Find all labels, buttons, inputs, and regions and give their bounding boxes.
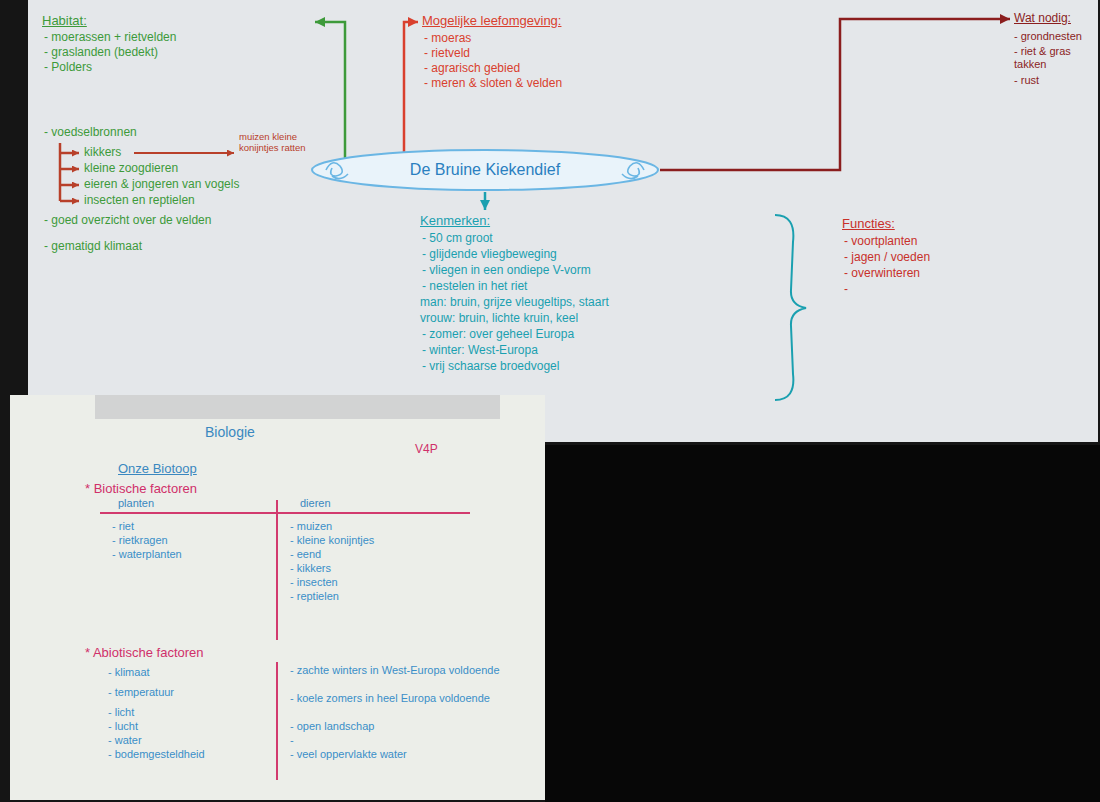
- notebook-text: - kikkers: [290, 562, 331, 575]
- list-item: - jagen / voeden: [844, 251, 930, 265]
- connector-arrow: [404, 22, 418, 152]
- environment-branch: Mogelijke leefomgeving: - moeras- rietvel…: [418, 10, 567, 95]
- oval-squiggle: [622, 163, 644, 179]
- list-item: - voedselbronnen: [44, 126, 137, 140]
- list-item: - glijdende vliegbeweging: [422, 248, 557, 262]
- list-item: - moerassen + rietvelden: [44, 31, 176, 45]
- list-item: kleine zoogdieren: [84, 162, 178, 176]
- list-item: kikkers: [84, 146, 121, 160]
- curly-bracket: [775, 215, 806, 400]
- list-item: - moeras: [424, 32, 471, 46]
- oval-border: [312, 150, 658, 190]
- list-bracket: [59, 143, 62, 201]
- notebook-text: - reptielen: [290, 590, 339, 603]
- notebook-paper: [10, 395, 545, 800]
- notebook-text: * Biotische factoren: [85, 482, 197, 497]
- branch-heading: Mogelijke leefomgeving:: [422, 14, 561, 29]
- notebook-text: * Abiotische factoren: [85, 646, 204, 661]
- dark-area: [545, 445, 1100, 802]
- table-rule: [100, 512, 470, 514]
- central-title: De Bruine Kiekendief: [410, 161, 560, 179]
- list-item: - grondnesten: [1014, 30, 1090, 43]
- table-rule: [276, 662, 278, 780]
- list-item: - riet & gras takken: [1014, 45, 1090, 70]
- notebook-text: - waterplanten: [112, 548, 182, 561]
- branch-heading: Habitat:: [42, 14, 87, 29]
- list-item: insecten en reptielen: [84, 194, 195, 208]
- notebook-text: dieren: [300, 497, 331, 510]
- branch-heading: Functies:: [842, 217, 895, 232]
- branch-heading: Wat nodig:: [1014, 12, 1071, 26]
- table-rule: [276, 500, 278, 640]
- list-item: - 50 cm groot: [422, 232, 493, 246]
- list-item: - Polders: [44, 61, 92, 75]
- list-item: - rietveld: [424, 47, 470, 61]
- list-item: vrouw: bruin, lichte kruin, keel: [420, 312, 578, 326]
- functions-branch: Functies: - voortplanten - jagen / voeden -…: [838, 213, 935, 301]
- list-item: - zomer: over geheel Europa: [422, 328, 574, 342]
- list-item: - overwinteren: [844, 267, 920, 281]
- notebook-text: - licht: [108, 706, 134, 719]
- oval-squiggle: [326, 163, 348, 179]
- notebook-text: Biologie: [205, 424, 255, 440]
- connector-arrow: [315, 22, 345, 158]
- list-item: eieren & jongeren van vogels: [84, 178, 239, 192]
- notebook-text: - temperatuur: [108, 686, 174, 699]
- notebook-text: planten: [118, 497, 154, 510]
- notebook-text: - open landschap: [290, 720, 374, 733]
- list-item: - vrij schaarse broedvogel: [422, 360, 559, 374]
- list-item: - goed overzicht over de velden: [44, 214, 211, 228]
- notebook-text: - kleine konijntjes: [290, 534, 374, 547]
- notebook-text: - bodemgesteldheid: [108, 748, 205, 761]
- notebook-text: - veel oppervlakte water: [290, 748, 407, 761]
- list-item: - gematigd klimaat: [44, 240, 142, 254]
- notebook-text: - rietkragen: [112, 534, 168, 547]
- notebook-text: - eend: [290, 548, 321, 561]
- list-item: - vliegen in een ondiepe V-vorm: [422, 264, 591, 278]
- connector-arrow: [484, 192, 487, 210]
- list-item: - rust: [1014, 74, 1090, 87]
- list-arrow: [60, 168, 79, 171]
- list-arrow: [60, 152, 79, 155]
- habitat-branch: Habitat: - moerassen + rietvelden- grasla…: [38, 10, 315, 258]
- notebook-text: - insecten: [290, 576, 338, 589]
- branch-heading: Kenmerken:: [420, 214, 490, 229]
- central-oval: De Bruine Kiekendief: [310, 148, 660, 192]
- list-arrow: [134, 152, 234, 154]
- needs-branch: Wat nodig: - grondnesten - riet & gras tak…: [1010, 8, 1094, 91]
- list-item: - nestelen in het riet: [422, 280, 527, 294]
- notebook-text: V4P: [415, 443, 438, 457]
- poster-paper: [28, 0, 1098, 442]
- connector-arrow: [660, 19, 1010, 170]
- notebook-text: - zachte winters in West-Europa voldoend…: [290, 664, 535, 677]
- list-item: muizen kleine konijntjes ratten: [239, 132, 311, 154]
- notebook-text: - water: [108, 734, 142, 747]
- notebook-text: - klimaat: [108, 666, 150, 679]
- notebook-text: - muizen: [290, 520, 332, 533]
- list-item: -: [844, 283, 848, 297]
- notebook-text: - lucht: [108, 720, 138, 733]
- list-item: - graslanden (bedekt): [44, 46, 158, 60]
- notebook-text: - koele zomers in heel Europa voldoende: [290, 692, 535, 705]
- list-item: - winter: West-Europa: [422, 344, 538, 358]
- notebook-text: -: [290, 734, 294, 747]
- features-branch: Kenmerken: - 50 cm groot - glijdende vlieg…: [416, 210, 613, 378]
- list-item: - voortplanten: [844, 235, 917, 249]
- notebook-header-band: [95, 395, 500, 419]
- list-item: man: bruin, grijze vleugeltips, staart: [420, 296, 609, 310]
- list-item: - agrarisch gebied: [424, 62, 520, 76]
- notebook-text: Onze Biotoop: [118, 462, 197, 477]
- notebook-text: - riet: [112, 520, 134, 533]
- list-arrow: [60, 184, 79, 187]
- list-arrow: [60, 200, 79, 203]
- list-item: - meren & sloten & velden: [424, 77, 562, 91]
